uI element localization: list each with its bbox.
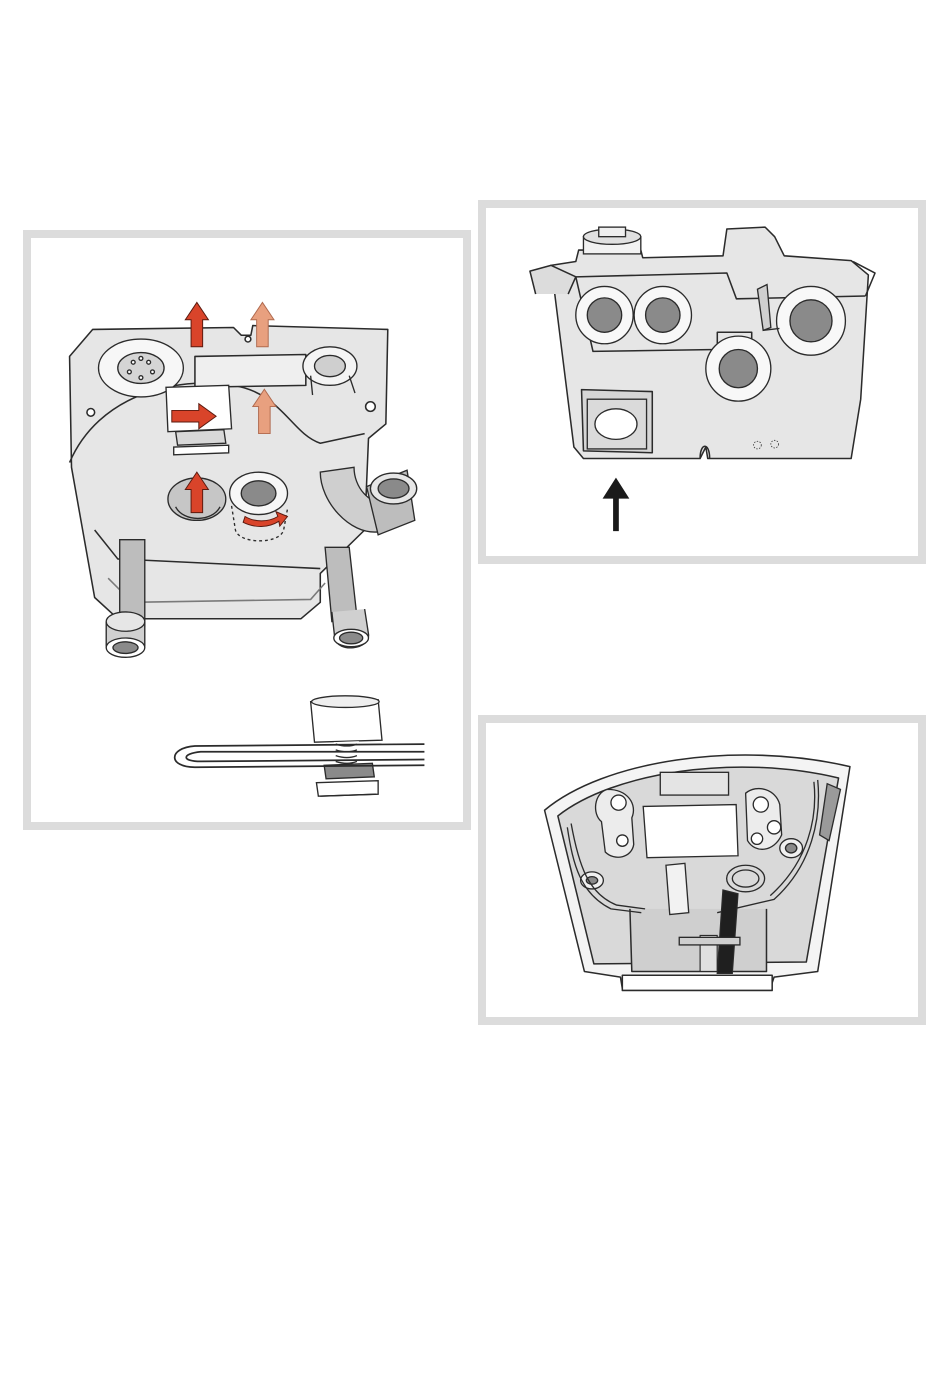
cable-gland-4 bbox=[706, 336, 771, 401]
tweezer-tool bbox=[175, 744, 425, 767]
figure-panel-housing-drain bbox=[23, 230, 471, 830]
figure-panel-housing-bottom bbox=[478, 200, 926, 564]
housing-drain-illustration bbox=[31, 238, 463, 822]
up-arrow-icon bbox=[603, 478, 630, 532]
cable-gland-3 bbox=[777, 286, 846, 355]
housing-bottom-illustration bbox=[486, 208, 918, 556]
drain-plug-square bbox=[587, 399, 646, 449]
motor-right bbox=[746, 789, 782, 850]
cable-gland-2 bbox=[634, 286, 691, 343]
cable-gland-1 bbox=[576, 286, 633, 343]
roller-right bbox=[780, 839, 803, 858]
plug-detail bbox=[311, 696, 382, 796]
pipe-right bbox=[325, 547, 368, 647]
housing-interior-illustration bbox=[486, 723, 918, 1017]
valve-top bbox=[583, 227, 640, 254]
figure-panel-housing-interior bbox=[478, 715, 926, 1025]
